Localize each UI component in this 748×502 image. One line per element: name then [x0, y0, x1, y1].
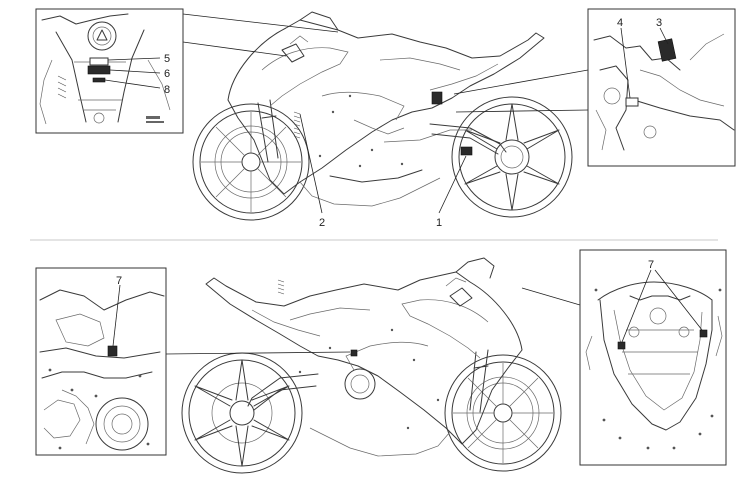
top-leader-lines — [182, 13, 589, 214]
inset-label-plate-7-left — [107, 345, 118, 357]
callout-1: 1 — [436, 217, 442, 229]
top-rear-wheel — [451, 96, 573, 218]
callout-7-right: 7 — [648, 259, 654, 271]
label-plate-7 — [350, 349, 358, 357]
bottom-motorcycle-drawing — [181, 257, 562, 474]
label-plate-1 — [460, 146, 473, 156]
inset-label-plate-7-right-b — [699, 329, 708, 338]
callout-7-left: 7 — [116, 275, 122, 287]
bottom-rear-wheel — [181, 352, 303, 474]
callout-4: 4 — [617, 17, 623, 29]
callout-8: 8 — [164, 84, 170, 96]
inset-label-plate-8 — [92, 77, 106, 83]
inset-top-left: 5 6 8 — [35, 8, 184, 134]
inset-label-plate-4 — [625, 97, 639, 107]
callout-2: 2 — [319, 217, 325, 229]
callout-5: 5 — [164, 53, 170, 65]
inset-top-right: 3 4 — [587, 8, 736, 167]
inset-bottom-left: 7 — [35, 267, 167, 456]
label-plate-3-main — [431, 91, 443, 105]
callout-3: 3 — [656, 17, 662, 29]
callout-6: 6 — [164, 68, 170, 80]
bottom-leader-lines — [165, 287, 581, 355]
inset-label-plate-7-right-a — [617, 341, 626, 350]
inset-label-plate-3 — [657, 38, 677, 62]
bottom-front-wheel — [444, 354, 562, 472]
inset-label-plate-6 — [87, 65, 111, 75]
inset-bottom-right: 7 — [579, 249, 727, 466]
top-front-wheel — [192, 103, 310, 221]
inset-label-plate-5 — [89, 57, 109, 66]
top-motorcycle-drawing — [192, 11, 573, 221]
